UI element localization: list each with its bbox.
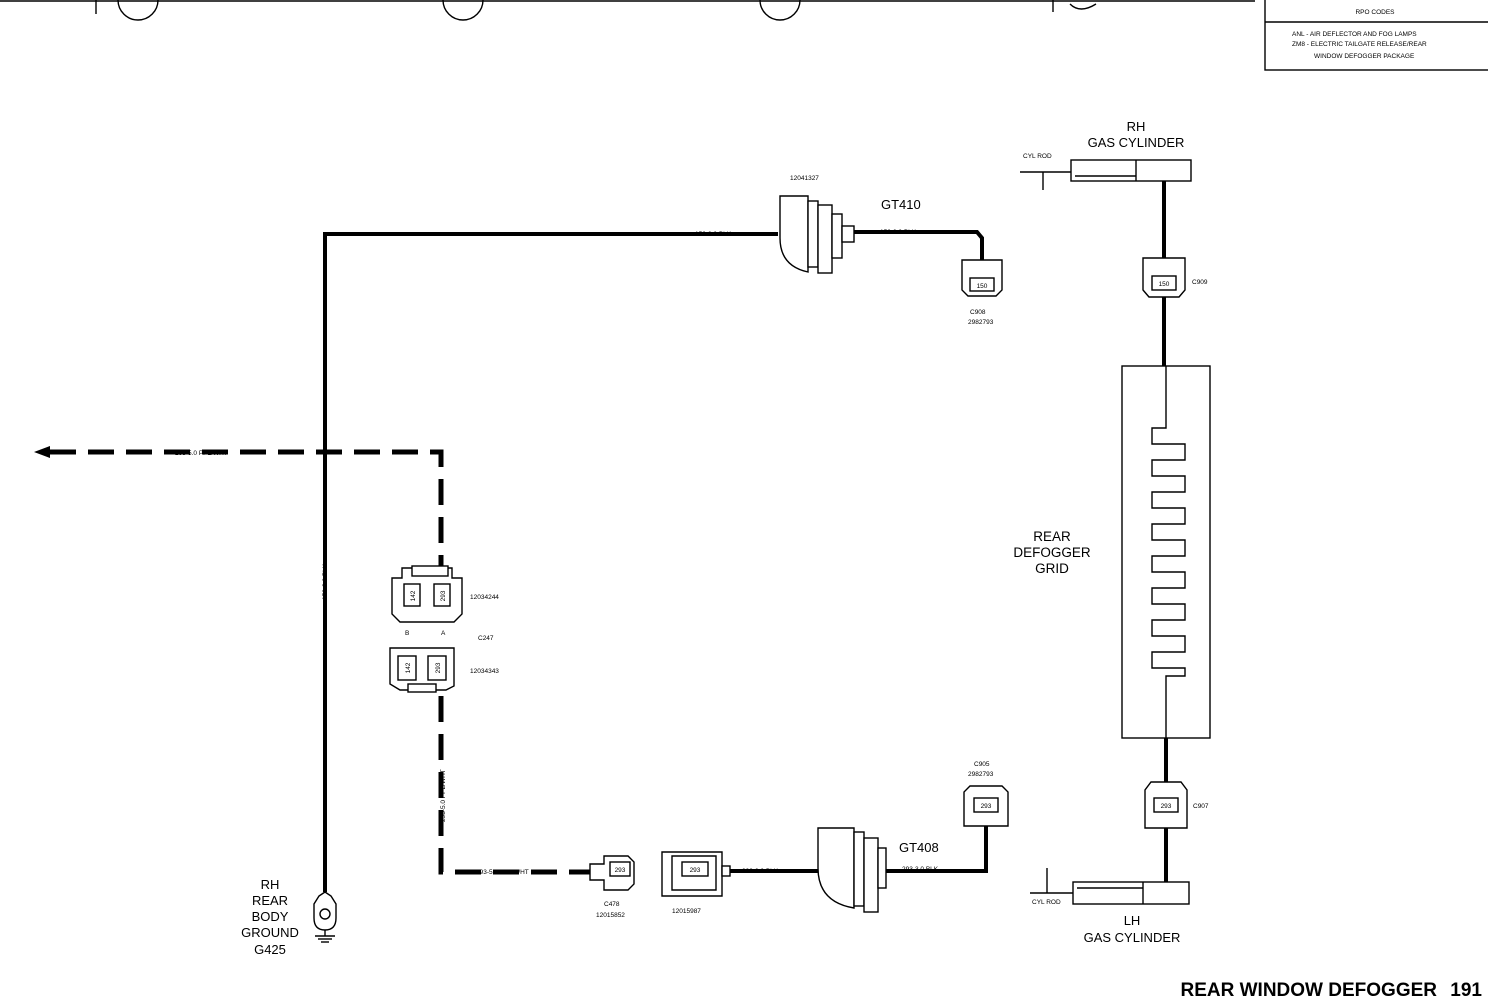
defogger-label-1: REAR — [1033, 529, 1071, 544]
c12015987-connector: 293 — [661, 851, 731, 897]
wire-293-blk — [730, 812, 988, 873]
c905-pin: 293 — [981, 803, 992, 810]
wire-label-293-bottom: 293-5.0 PPL/WHT — [476, 869, 529, 876]
c12015987-part: 12015987 — [672, 908, 701, 915]
c247-top-pin-142: 142 — [410, 590, 417, 601]
wire-label-293-blk-right: 293-3.0 BLK — [902, 866, 939, 873]
c247-pin-a-label: A — [441, 630, 446, 637]
footer-page-number: 191 — [1450, 980, 1482, 1001]
top-edge-fragments — [0, 0, 1255, 21]
c909-name: C909 — [1192, 279, 1208, 286]
cyl-rod-bottom-label: CYL ROD — [1032, 899, 1061, 906]
c907-pin: 293 — [1161, 803, 1172, 810]
rh-gas-cylinder — [1020, 159, 1192, 190]
c478-connector: 293 — [589, 855, 635, 891]
c907-connector: 293 — [1144, 781, 1188, 829]
rpo-line-2: ZM8 - ELECTRIC TAILGATE RELEASE/REAR — [1292, 41, 1427, 48]
c247-connector-bottom: 142 293 — [389, 647, 455, 693]
defogger-label-3: GRID — [1035, 561, 1069, 576]
rpo-heading: RPO CODES — [1355, 9, 1395, 16]
c908-connector: 150 — [961, 259, 1003, 297]
c908-name: C908 — [970, 309, 986, 316]
wire-label-150-right: 150-3.0 BLK — [880, 229, 917, 236]
cyl-rod-top-label: CYL ROD — [1023, 153, 1052, 160]
ground-label-4: GROUND — [241, 925, 299, 940]
c12015987-pin: 293 — [690, 867, 701, 874]
defogger-label-2: DEFOGGER — [1013, 545, 1091, 560]
c905-part: 2982793 — [968, 771, 994, 778]
wire-label-293-top: 293-5.0 PPL/WHT — [175, 450, 228, 457]
rpo-line-3: WINDOW DEFOGGER PACKAGE — [1314, 53, 1415, 60]
c247-name: C247 — [478, 635, 494, 642]
c909-connector: 150 — [1142, 257, 1186, 298]
c247-bottom-part: 12034343 — [470, 668, 499, 675]
wire-label-293-vertical: 293-5.0 PPL/WHT — [440, 769, 447, 822]
wire-label-293-blk-left: 293-3.0 BLK — [742, 868, 779, 875]
c247-top-pin-293: 293 — [440, 590, 447, 601]
gt408-connector — [817, 827, 887, 913]
footer-title: REAR WINDOW DEFOGGER — [1181, 980, 1438, 1001]
wire-293-ppl-wht — [34, 446, 590, 875]
c905-connector: 293 — [963, 785, 1009, 827]
c478-name: C478 — [604, 901, 620, 908]
c247-top-part: 12034244 — [470, 594, 499, 601]
c909-pin: 150 — [1159, 281, 1170, 288]
c247-pin-b-label: B — [405, 630, 409, 637]
gt410-label: GT410 — [881, 197, 921, 212]
c908-pin: 150 — [977, 283, 988, 290]
c247-bottom-pin-293: 293 — [435, 662, 442, 673]
c905-name: C905 — [974, 761, 990, 768]
gt410-connector — [779, 195, 855, 274]
ground-terminal-g425 — [313, 891, 337, 943]
rear-defogger-grid — [1121, 365, 1211, 739]
lh-cylinder-label-2: GAS CYLINDER — [1084, 930, 1181, 945]
ground-label-3: BODY — [252, 909, 289, 924]
rpo-line-1: ANL - AIR DEFLECTOR AND FOG LAMPS — [1292, 31, 1417, 38]
c247-bottom-pin-142: 142 — [405, 662, 412, 673]
ground-label-1: RH — [261, 877, 280, 892]
c247-connector-top: 142 293 — [391, 565, 463, 623]
wire-label-150-left: 150-3.0 BLK — [695, 231, 732, 238]
c907-name: C907 — [1193, 803, 1209, 810]
gt408-label: GT408 — [899, 840, 939, 855]
c908-part: 2982793 — [968, 319, 994, 326]
wire-150-blk — [323, 230, 984, 892]
rh-cylinder-label-1: RH — [1127, 119, 1146, 134]
lh-cylinder-label-1: LH — [1124, 913, 1141, 928]
rpo-codes-box: RPO CODES ANL - AIR DEFLECTOR AND FOG LA… — [1264, 0, 1488, 71]
c478-part: 12015852 — [596, 912, 625, 919]
wire-label-150-vertical: 150-3.0 BLK — [322, 563, 329, 600]
lh-gas-cylinder — [1030, 868, 1190, 905]
c478-pin: 293 — [615, 867, 626, 874]
rh-cylinder-label-2: GAS CYLINDER — [1088, 135, 1185, 150]
ground-label-2: REAR — [252, 893, 288, 908]
ground-label-5: G425 — [254, 942, 286, 957]
gt410-part-number: 12041327 — [790, 175, 819, 182]
